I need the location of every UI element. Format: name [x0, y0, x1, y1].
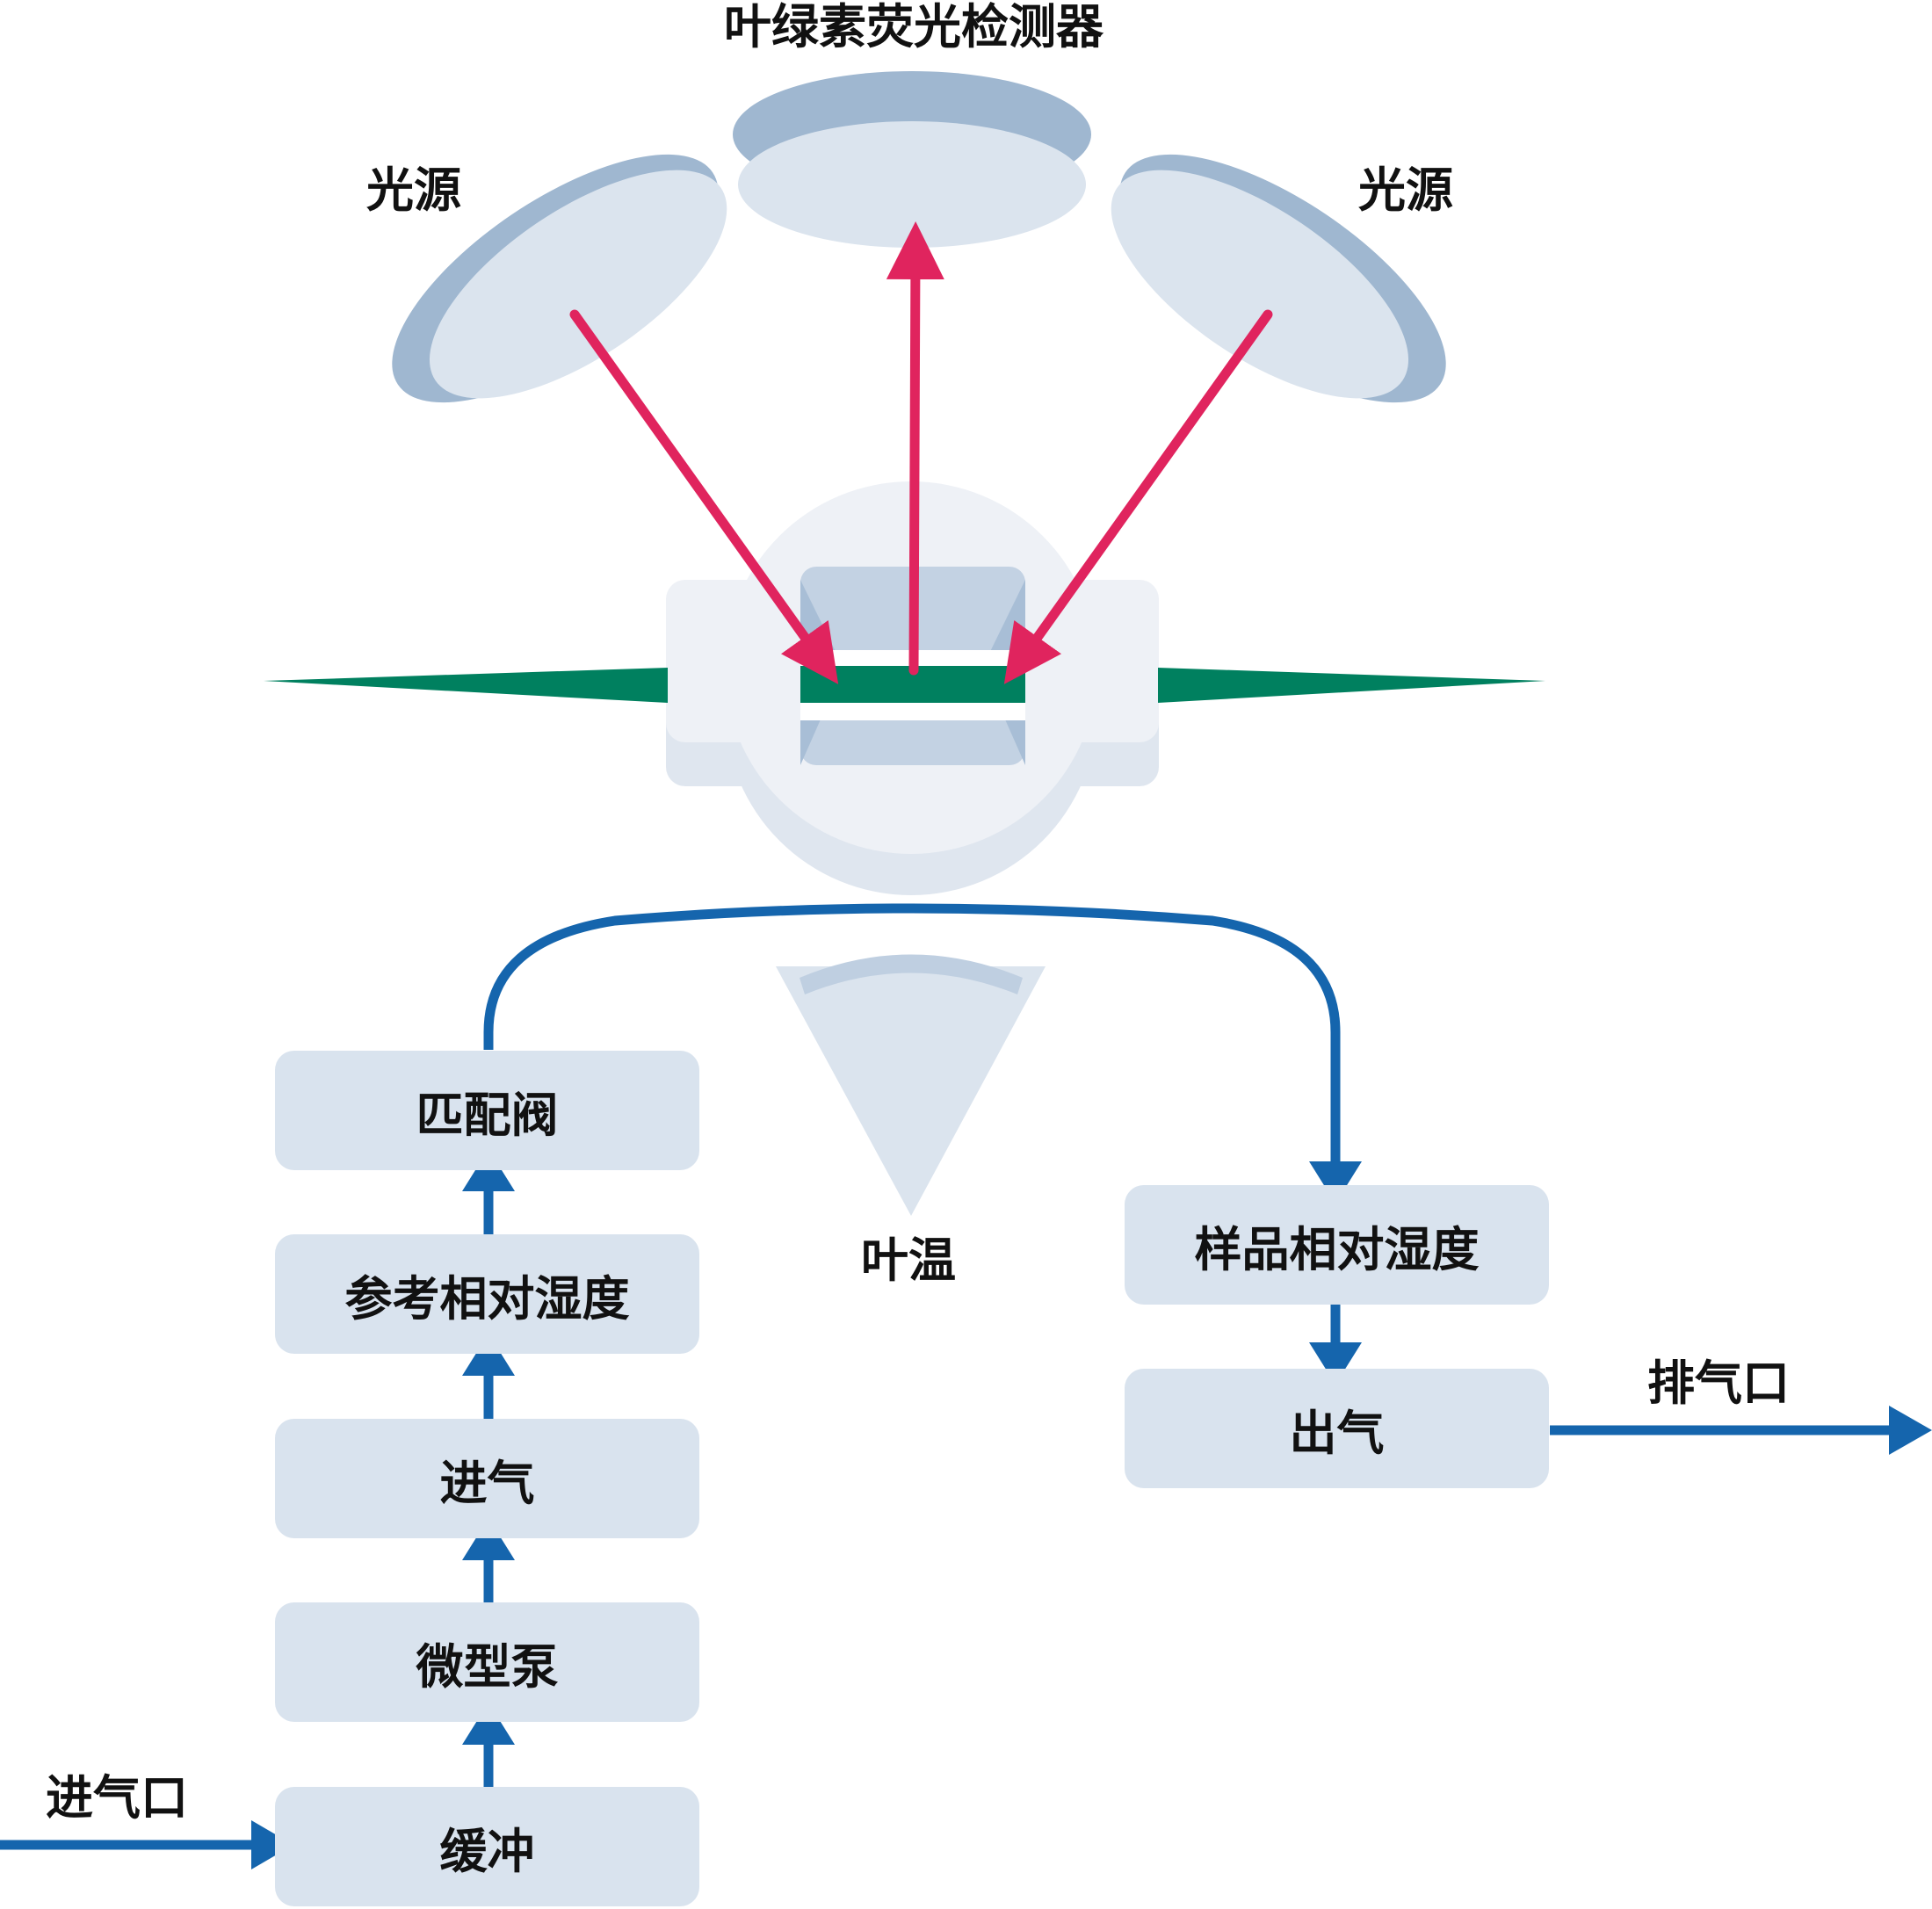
buffer-box: 缓冲 — [275, 1787, 699, 1906]
light-source-left-dish — [392, 154, 727, 403]
reference-rh-box: 参考相对湿度 — [275, 1234, 699, 1354]
leaf — [264, 666, 1545, 703]
micro-pump-box: 微型泵 — [275, 1602, 699, 1722]
sample-rh-box: 样品相对湿度 — [1125, 1185, 1549, 1305]
light-arrows — [569, 221, 1273, 684]
excitation-arrow-right — [1003, 309, 1273, 684]
leaf-temperature-sensor — [776, 954, 1046, 1216]
light-source-left-label: 光源 — [366, 163, 461, 218]
light-source-right-dish — [1111, 154, 1446, 403]
air-in-box: 进气 — [275, 1419, 699, 1538]
air-out-box: 出气 — [1125, 1369, 1549, 1488]
detector-label: 叶绿素荧光检测器 — [724, 0, 1103, 54]
inlet-arrow-head — [251, 1820, 293, 1869]
air-inlet-label: 进气口 — [46, 1770, 188, 1826]
excitation-arrow-left — [569, 309, 839, 684]
air-out-arrow-head — [1309, 1342, 1362, 1385]
light-source-right-label: 光源 — [1358, 163, 1453, 218]
exhaust-arrow-head — [1889, 1406, 1932, 1455]
exhaust-port-label: 排气口 — [1647, 1356, 1790, 1411]
matching-valve-box: 匹配阀 — [275, 1051, 699, 1170]
detector-dish — [733, 71, 1091, 248]
fluorescence-arrow-up — [886, 221, 944, 676]
air-flow — [0, 903, 1932, 1869]
sample-rh-arrow-head — [1309, 1161, 1362, 1204]
chamber-loop — [483, 903, 1341, 1161]
leaf-temperature-label: 叶温 — [861, 1233, 956, 1288]
